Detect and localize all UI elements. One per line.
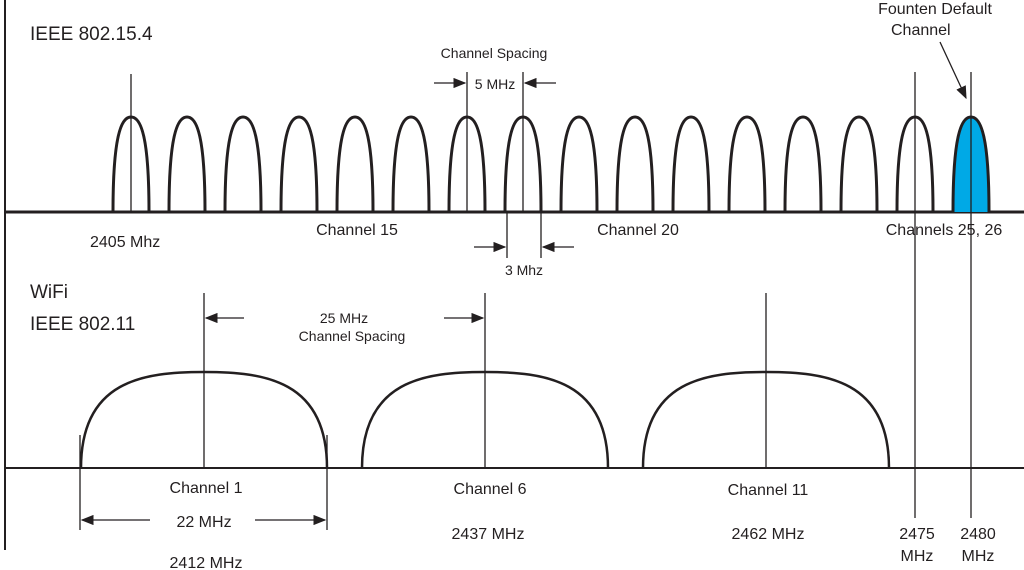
- zigbee-title: IEEE 802.15.4: [30, 24, 153, 45]
- wifi-channel-1-freq: 2412 MHz: [170, 555, 243, 570]
- marker-2475-line1: 2475: [899, 526, 935, 543]
- zigbee-channel-lobe: [223, 115, 263, 213]
- channel-20-label: Channel 20: [597, 222, 679, 239]
- default-channel-label-line1: Founten Default: [878, 1, 992, 18]
- zigbee-channel-lobe: [167, 115, 207, 213]
- marker-2480-line2: MHz: [962, 548, 995, 565]
- start-freq-label: 2405 Mhz: [90, 234, 160, 251]
- zigbee-channel-lobe: [391, 115, 431, 213]
- zigbee-channel-lobes: [111, 115, 991, 213]
- wifi-standard: IEEE 802.11: [30, 314, 135, 335]
- zigbee-channel-lobe: [727, 115, 767, 213]
- zigbee-channel-lobe: [839, 115, 879, 213]
- default-channel-label-line2: Channel: [891, 22, 951, 39]
- wifi-channel-11-label: Channel 11: [728, 482, 809, 499]
- channels-25-26-label: Channels 25, 26: [886, 222, 1003, 239]
- wifi-channel-6-label: Channel 6: [454, 481, 527, 498]
- zigbee-channel-lobe: [615, 115, 655, 213]
- zigbee-channel-lobe: [335, 115, 375, 213]
- marker-2475-line2: MHz: [901, 548, 934, 565]
- marker-2480-line1: 2480: [960, 526, 996, 543]
- spacing-title: Channel Spacing: [441, 45, 548, 61]
- width-value: 3 Mhz: [505, 262, 543, 278]
- default-channel-arrow: [939, 41, 967, 100]
- channel-15-label: Channel 15: [316, 222, 398, 239]
- wifi-spacing-title: Channel Spacing: [299, 328, 406, 344]
- wifi-spacing-value: 25 MHz: [320, 310, 368, 326]
- zigbee-channel-lobe: [279, 115, 319, 213]
- spacing-value: 5 MHz: [475, 76, 515, 92]
- wifi-channel-11-freq: 2462 MHz: [732, 526, 805, 543]
- zigbee-channel-lobe: [783, 115, 823, 213]
- wifi-channel-1-label: Channel 1: [170, 480, 243, 497]
- zigbee-channel-lobe: [559, 115, 599, 213]
- wifi-title: WiFi: [30, 282, 68, 303]
- wifi-channel-6-freq: 2437 MHz: [452, 526, 525, 543]
- bandwidth-label: 22 MHz: [176, 514, 231, 531]
- zigbee-channel-lobe: [671, 115, 711, 213]
